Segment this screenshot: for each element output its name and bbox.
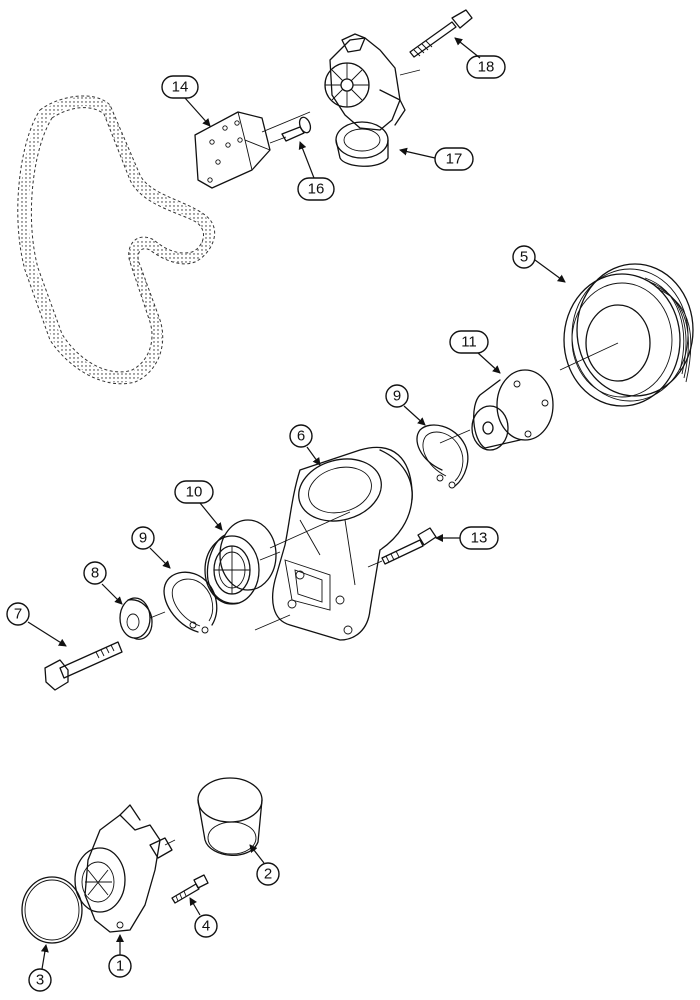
svg-text:6: 6 <box>297 428 305 445</box>
callout-6: 6 <box>289 424 321 466</box>
callout-4: 4 <box>189 897 218 938</box>
callout-14: 14 <box>161 75 211 127</box>
crankshaft-pulley <box>559 263 694 407</box>
svg-text:10: 10 <box>186 484 203 501</box>
callout-10: 10 <box>174 480 223 531</box>
svg-text:17: 17 <box>446 151 463 168</box>
callout-16: 16 <box>297 141 335 201</box>
svg-text:8: 8 <box>91 565 99 582</box>
drive-belt <box>17 95 216 385</box>
svg-text:11: 11 <box>461 334 477 351</box>
callout-18: 18 <box>454 37 506 79</box>
svg-text:18: 18 <box>478 59 495 76</box>
svg-text:4: 4 <box>202 918 210 935</box>
svg-text:1: 1 <box>116 958 124 975</box>
tensioner-bracket <box>194 111 311 189</box>
callout-17: 17 <box>399 147 474 171</box>
bolt-18 <box>409 9 473 58</box>
bolt-7 <box>44 641 123 691</box>
svg-text:7: 7 <box>14 606 22 623</box>
svg-text:14: 14 <box>172 79 189 96</box>
pulley-hub <box>439 369 554 451</box>
screw-16 <box>269 116 312 144</box>
o-ring <box>21 876 83 944</box>
svg-text:9: 9 <box>393 388 401 405</box>
callout-3: 3 <box>28 944 52 992</box>
snap-ring-upper <box>416 424 469 489</box>
water-pump <box>74 804 176 933</box>
bolt-4 <box>171 874 209 904</box>
idler-pulley-17 <box>335 121 389 167</box>
callout-9-lower: 9 <box>131 526 171 569</box>
svg-text:13: 13 <box>471 530 488 547</box>
pump-pulley-sleeve <box>197 777 263 856</box>
callout-8: 8 <box>83 561 123 605</box>
svg-text:9: 9 <box>139 530 147 547</box>
svg-text:16: 16 <box>308 181 325 198</box>
callout-9-upper: 9 <box>385 384 426 426</box>
callout-2: 2 <box>249 844 280 886</box>
snap-ring-lower <box>163 571 218 634</box>
callout-13: 13 <box>435 526 499 550</box>
callout-11: 11 <box>449 330 501 374</box>
belt-tensioner <box>324 33 421 131</box>
svg-text:2: 2 <box>264 866 272 883</box>
spacer-washer <box>119 597 166 640</box>
bearing <box>204 519 281 605</box>
callout-5: 5 <box>512 245 566 283</box>
callout-7: 7 <box>6 602 67 647</box>
svg-text:5: 5 <box>520 249 528 266</box>
svg-text:3: 3 <box>36 972 44 989</box>
idler-housing <box>254 446 413 641</box>
callout-1: 1 <box>108 934 132 978</box>
